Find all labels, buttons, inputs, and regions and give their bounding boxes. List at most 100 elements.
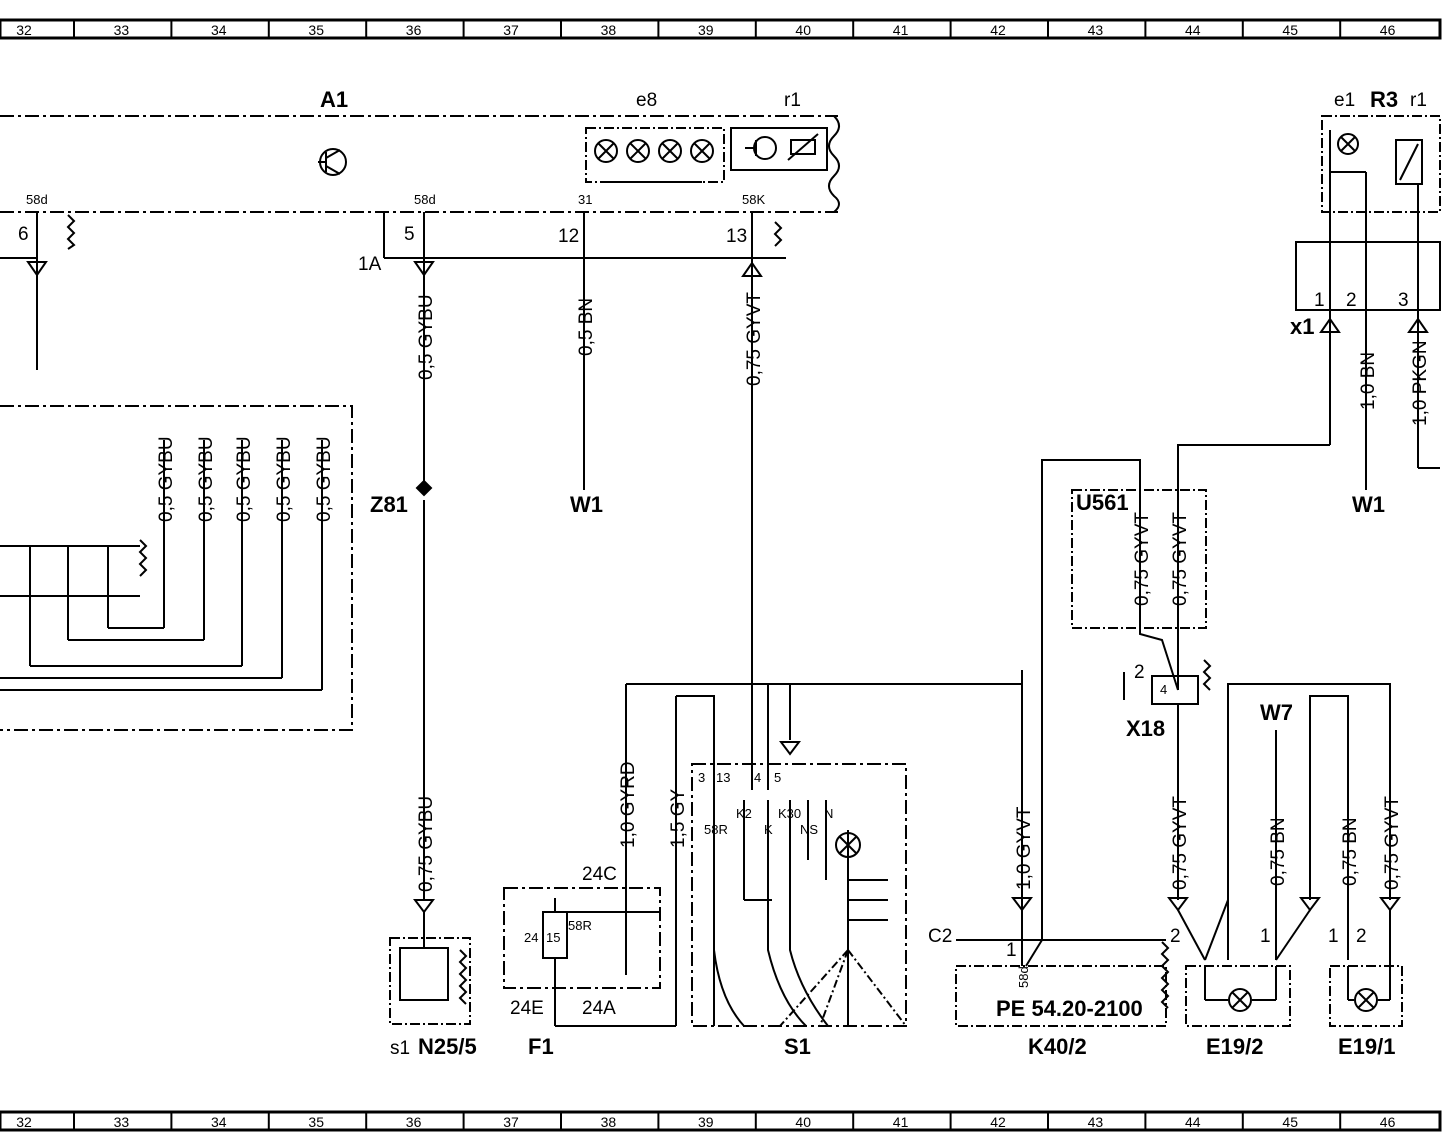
ruler-column-46: 46 xyxy=(1380,1114,1396,1130)
s1-switch xyxy=(691,684,907,1027)
instrument-r3-box xyxy=(1041,115,1441,940)
label-e19-1: E19/1 xyxy=(1338,1034,1396,1059)
n25-5-module xyxy=(389,899,471,1025)
a1-cluster xyxy=(0,115,840,213)
pin-f1-24a: 24A xyxy=(582,998,616,1019)
pin-13: 13 xyxy=(726,226,747,247)
ruler-column-38: 38 xyxy=(601,1114,617,1130)
pin-12: 12 xyxy=(558,226,579,247)
u561-module xyxy=(1071,489,1212,900)
ruler-column-34: 34 xyxy=(211,1114,227,1130)
label-pe-ref: PE 54.20-2100 xyxy=(996,996,1143,1021)
pin-s1-k2: K2 xyxy=(736,806,752,821)
wire-gyvt-075c: 0,75 GYVT xyxy=(1382,796,1403,890)
pin-58k: 58K xyxy=(742,192,765,207)
pin-x18-2: 2 xyxy=(1134,662,1145,683)
ruler-column-36: 36 xyxy=(406,1114,422,1130)
wire-gyvt-10: 1,0 GYVT xyxy=(1014,806,1035,890)
cluster-wiring xyxy=(0,212,786,900)
wire-pkgn-10: 1,0 PKGN xyxy=(1410,340,1431,426)
wire-gybu-b4: 0,5 GYBU xyxy=(274,436,295,522)
pin-58d-a: 58d xyxy=(26,192,48,207)
ruler-column-41: 41 xyxy=(893,22,909,38)
ruler-column-36: 36 xyxy=(406,22,422,38)
ruler-column-33: 33 xyxy=(114,22,130,38)
wire-u561-b: 0,75 GYVT xyxy=(1170,512,1191,606)
wire-gybu-b2: 0,5 GYBU xyxy=(196,436,217,522)
label-1a: 1A xyxy=(358,254,382,275)
label-s1: S1 xyxy=(784,1034,811,1059)
ruler-column-42: 42 xyxy=(990,1114,1006,1130)
ruler-column-45: 45 xyxy=(1282,22,1298,38)
ruler-column-32: 32 xyxy=(16,22,32,38)
wire-bn-075a: 0,75 BN xyxy=(1268,817,1289,886)
pin-58d-b: 58d xyxy=(414,192,436,207)
pin-s1-58r: 58R xyxy=(704,822,728,837)
label-r3: R3 xyxy=(1370,87,1398,112)
label-k40-2: K40/2 xyxy=(1028,1034,1087,1059)
ruler-column-44: 44 xyxy=(1185,22,1201,38)
pin-f1-24c: 24C xyxy=(582,864,617,885)
labels: A1 e8 r1 e1 R3 r1 x1 Z81 W1 W1 U561 X18 … xyxy=(320,87,1427,1059)
left-module-box xyxy=(0,405,353,731)
ruler-column-45: 45 xyxy=(1282,1114,1298,1130)
pin-31: 31 xyxy=(578,192,592,207)
pin-k40-1: 1 xyxy=(1006,940,1017,961)
pin-x1-2: 2 xyxy=(1346,290,1357,311)
pin-e19-1-1: 1 xyxy=(1328,926,1339,947)
pin-e19-2-2: 2 xyxy=(1170,926,1181,947)
label-w1-b: W1 xyxy=(1352,492,1385,517)
wire-gybu-05: 0,5 GYBU xyxy=(416,294,437,380)
lamps-right xyxy=(1167,683,1403,1027)
pin-s1-13: 13 xyxy=(716,770,730,785)
pin-s1-4: 4 xyxy=(754,770,761,785)
ruler-column-40: 40 xyxy=(795,22,811,38)
pin-labels: 58d 6 58d 5 31 12 58K 13 1 2 3 2 4 24 15… xyxy=(18,192,1409,1019)
label-e19-2: E19/2 xyxy=(1206,1034,1264,1059)
wire-gyvt-075: 0,75 GYVT xyxy=(744,292,765,386)
pin-f1-24e: 24E xyxy=(510,998,544,1019)
ruler-column-37: 37 xyxy=(503,1114,519,1130)
pin-k40-58d: 58d xyxy=(1016,966,1031,988)
pin-5: 5 xyxy=(404,224,415,245)
wire-bn-075b: 0,75 BN xyxy=(1340,817,1361,886)
ruler-column-39: 39 xyxy=(698,22,714,38)
label-e1: e1 xyxy=(1334,90,1355,111)
wire-gybu-075: 0,75 GYBU xyxy=(416,796,437,892)
pin-f1-58r: 58R xyxy=(568,918,592,933)
r1-gauge-symbol xyxy=(745,133,819,161)
ruler-column-41: 41 xyxy=(893,1114,909,1130)
ruler-column-33: 33 xyxy=(114,1114,130,1130)
ruler-column-44: 44 xyxy=(1185,1114,1201,1130)
k40-2-relay xyxy=(626,670,1170,1027)
ruler-column-43: 43 xyxy=(1088,1114,1104,1130)
ruler-column-32: 32 xyxy=(16,1114,32,1130)
pin-s1-5: 5 xyxy=(774,770,781,785)
ruler-column-39: 39 xyxy=(698,1114,714,1130)
wire-bn-10: 1,0 BN xyxy=(1358,352,1379,410)
label-a1: A1 xyxy=(320,87,348,112)
pin-s1-3: 3 xyxy=(698,770,705,785)
ruler-column-35: 35 xyxy=(308,22,324,38)
label-w7: W7 xyxy=(1260,700,1293,725)
f1-fuse xyxy=(503,684,715,1027)
label-e8: e8 xyxy=(636,90,657,111)
wire-gybu-b1: 0,5 GYBU xyxy=(156,436,177,522)
e8-lamps xyxy=(594,139,714,163)
wire-gybu-b5: 0,5 GYBU xyxy=(314,436,335,522)
pin-x1-1: 1 xyxy=(1314,290,1325,311)
label-f1: F1 xyxy=(528,1034,554,1059)
label-s1-small: s1 xyxy=(390,1038,410,1059)
pin-x18-4: 4 xyxy=(1160,682,1167,697)
ruler-column-37: 37 xyxy=(503,22,519,38)
label-u561: U561 xyxy=(1076,490,1129,515)
pin-f1-15: 15 xyxy=(546,930,560,945)
pin-6: 6 xyxy=(18,224,29,245)
wire-gybu-b3: 0,5 GYBU xyxy=(234,436,255,522)
wire-bn-05: 0,5 BN xyxy=(576,298,597,356)
pin-s1-k: K xyxy=(764,822,773,837)
wire-gy-15: 1,5 GY xyxy=(668,789,689,848)
ruler-column-40: 40 xyxy=(795,1114,811,1130)
